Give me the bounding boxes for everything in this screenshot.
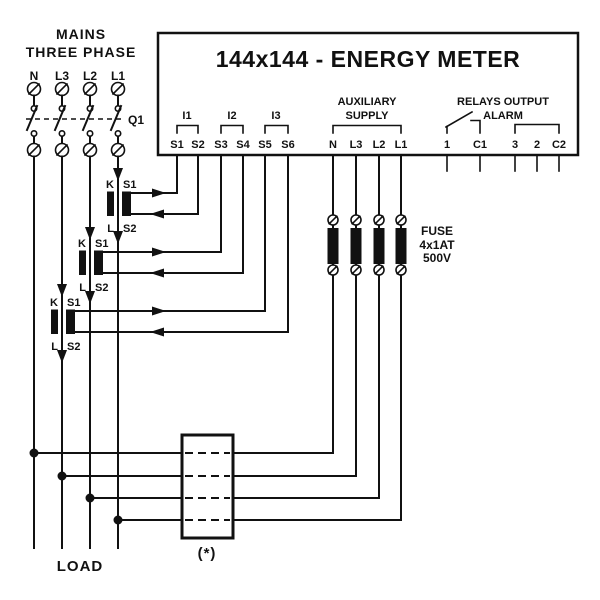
meter-terminal-s4: S4 — [236, 139, 250, 151]
mains-heading-line2: THREE PHASE — [26, 44, 137, 60]
aux-terminal-l3: L3 — [350, 139, 363, 151]
relays-heading-line1: RELAYS OUTPUT — [457, 96, 549, 108]
fuse-l3 — [350, 214, 362, 276]
ct3-label-l: L — [51, 341, 58, 353]
bracket-i3 — [264, 124, 289, 134]
aux-supply-section: AUXILIARY SUPPLY N L3 L2 L1 — [329, 96, 407, 151]
relays-output-section: RELAYS OUTPUT ALARM 1 C1 3 2 C2 — [444, 96, 566, 151]
relay-terminal-2: 2 — [534, 139, 540, 151]
fuse-n — [327, 214, 339, 276]
voltage-tap-lines: (*) — [29, 433, 402, 562]
junction-dot — [113, 515, 123, 525]
ct3-label-s2: S2 — [67, 341, 80, 353]
ct2-label-s2: S2 — [95, 282, 108, 294]
bracket-aux — [332, 124, 402, 134]
breaker-label: Q1 — [128, 113, 144, 127]
ct-wire-direction-arrows — [150, 188, 166, 337]
current-transformer-2: K S1 L S2 — [78, 238, 108, 294]
mains-label-l1: L1 — [111, 69, 125, 83]
energy-meter-box: 144x144 - ENERGY METER I1 I2 I3 S1 S2 S3… — [156, 31, 580, 157]
load-label: LOAD — [57, 558, 104, 575]
mains-label-l3: L3 — [55, 69, 69, 83]
right-arrow-icon — [152, 188, 166, 198]
fuse-l1 — [395, 214, 407, 276]
meter-outline — [156, 31, 580, 157]
aux-terminal-l2: L2 — [373, 139, 386, 151]
relay-terminal-3: 3 — [512, 139, 518, 151]
breaker-pole-l1 — [109, 81, 126, 158]
left-arrow-icon — [150, 209, 164, 219]
ct-secondary-wires — [74, 154, 289, 333]
ct2-label-l: L — [79, 282, 86, 294]
meter-title: 144x144 - ENERGY METER — [216, 46, 521, 72]
fuses: FUSE 4x1AT 500V — [327, 214, 455, 276]
ct3-label-k: K — [50, 297, 58, 309]
down-arrow-icon — [57, 350, 67, 363]
fuse-l2 — [373, 214, 385, 276]
mains-label-l2: L2 — [83, 69, 97, 83]
fuse-label: FUSE 4x1AT 500V — [419, 224, 455, 265]
fuse-label-line1: FUSE — [421, 224, 453, 238]
down-arrow-icon — [113, 231, 123, 244]
group-label-i2: I2 — [227, 110, 236, 122]
breaker-q1: Q1 — [25, 81, 144, 158]
junction-dots — [29, 448, 123, 525]
aux-terminal-n: N — [329, 139, 337, 151]
junction-dot — [29, 448, 39, 458]
ct1-label-s2: S2 — [123, 223, 136, 235]
bracket-i1 — [176, 124, 199, 134]
mains-heading: MAINS THREE PHASE — [26, 26, 137, 60]
mains-label-n: N — [30, 69, 39, 83]
aux-heading-line1: AUXILIARY — [338, 96, 398, 108]
group-label-i3: I3 — [271, 110, 280, 122]
right-arrow-icon — [152, 306, 166, 316]
left-arrow-icon — [150, 268, 164, 278]
down-arrow-icon — [85, 227, 95, 240]
current-input-groups: I1 I2 I3 S1 S2 S3 S4 S5 S6 — [170, 110, 294, 151]
optional-module-label: (*) — [198, 545, 217, 562]
junction-dot — [85, 493, 95, 503]
ct1-label-s1: S1 — [123, 179, 136, 191]
right-arrow-icon — [152, 247, 166, 257]
ct3-label-s1: S1 — [67, 297, 80, 309]
aux-terminal-l1: L1 — [395, 139, 408, 151]
meter-terminal-s2: S2 — [191, 139, 204, 151]
current-transformer-1: K S1 L S2 — [106, 179, 136, 235]
fuse-label-line2: 4x1AT — [419, 238, 455, 252]
ct1-label-k: K — [106, 179, 114, 191]
meter-terminal-s5: S5 — [258, 139, 271, 151]
relay-contact-symbol — [444, 110, 481, 134]
ct1-label-l: L — [107, 223, 114, 235]
meter-terminal-s3: S3 — [214, 139, 227, 151]
left-arrow-icon — [150, 327, 164, 337]
relay-terminal-c1: C1 — [473, 139, 487, 151]
aux-heading-line2: SUPPLY — [345, 110, 389, 122]
relay-terminal-1: 1 — [444, 139, 450, 151]
fuse-label-line3: 500V — [423, 251, 451, 265]
meter-terminal-s1: S1 — [170, 139, 183, 151]
down-arrow-icon — [113, 168, 123, 181]
junction-dot — [57, 471, 67, 481]
relays-heading-line2: ALARM — [483, 110, 523, 122]
optional-module-box — [180, 433, 235, 540]
down-arrow-icon — [57, 284, 67, 297]
feeder-direction-arrows — [57, 168, 123, 363]
relay-terminal-stubs — [446, 154, 560, 172]
mains-terminal-labels: N L3 L2 L1 — [30, 69, 126, 83]
group-label-i1: I1 — [182, 110, 191, 122]
bracket-i2 — [220, 124, 244, 134]
breaker-pole-l3 — [53, 81, 70, 158]
ct2-label-s1: S1 — [95, 238, 108, 250]
meter-terminal-s6: S6 — [281, 139, 294, 151]
aux-supply-wires — [332, 154, 402, 521]
ct2-label-k: K — [78, 238, 86, 250]
bracket-relay-2 — [514, 123, 560, 134]
breaker-pole-n — [25, 81, 42, 158]
mains-heading-line1: MAINS — [56, 26, 106, 42]
current-transformer-3: K S1 L S2 — [50, 297, 80, 353]
down-arrow-icon — [85, 291, 95, 304]
relay-terminal-c2: C2 — [552, 139, 566, 151]
